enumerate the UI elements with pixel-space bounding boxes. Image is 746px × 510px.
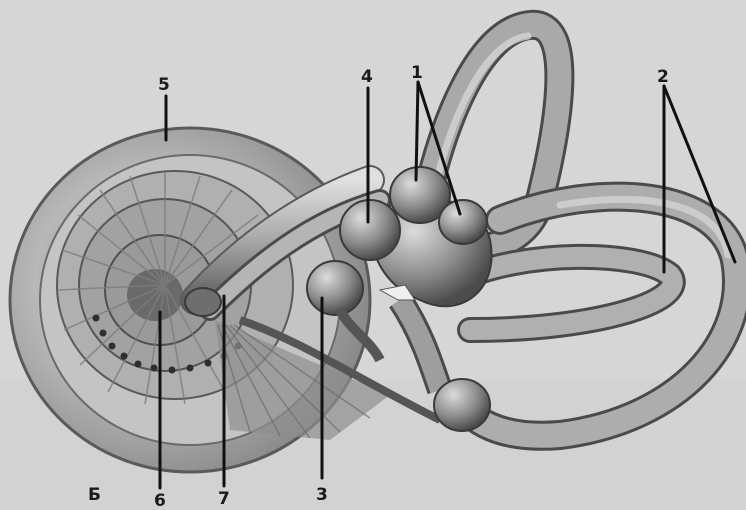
label-5: 5 [158, 75, 170, 95]
label-7: 7 [218, 489, 230, 509]
label-4: 4 [361, 67, 373, 87]
utricle [340, 200, 400, 260]
label-3: 3 [316, 485, 328, 505]
panel-letter: Б [88, 485, 101, 505]
ampulla-lower [439, 200, 487, 244]
label-1: 1 [411, 63, 423, 83]
saccule [307, 261, 363, 315]
ampulla-posterior [434, 379, 490, 431]
label-2: 2 [657, 67, 669, 87]
label-6: 6 [154, 491, 166, 510]
